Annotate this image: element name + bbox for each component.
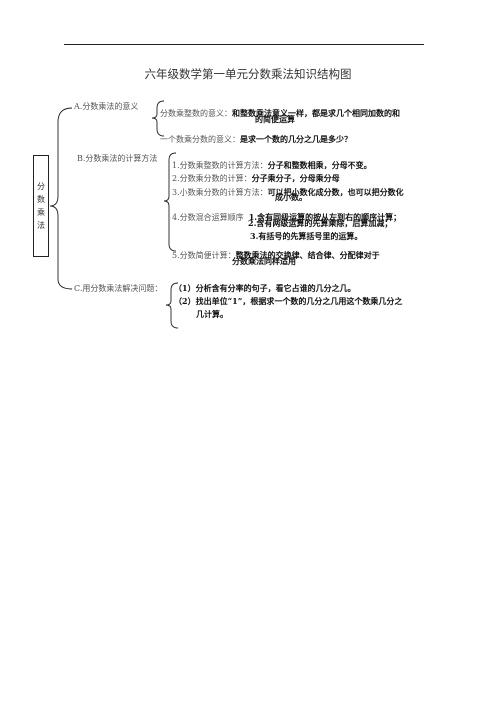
item-text: 是求一个数的几分之几是多少？ (240, 134, 352, 144)
section-c-item: （1）分析含有分率的句子，看它占谁的几分之几。 (174, 283, 356, 293)
item-label: 4.分数混合运算顺序 (172, 213, 244, 222)
item-label: 3.小数乘分数的计算方法： (172, 188, 268, 197)
root-char: 分 (37, 182, 45, 191)
top-rule (64, 44, 424, 45)
section-a-item: 一个数乘分数的意义：是求一个数的几分之几是多少？ (160, 127, 352, 146)
root-char: 乘 (37, 208, 45, 217)
section-b-item: 2.分数乘分数的计算：分子乘分子，分母乘分母 (172, 166, 340, 185)
section-b-label: B.分数乘法的计算方法 (77, 154, 158, 163)
item-label: 2.分数乘分数的计算： (172, 174, 252, 183)
section-a-label: A.分数乘法的意义 (74, 102, 139, 111)
item-label: 1.分数乘整数的计算方法： (172, 161, 268, 170)
item-line: 3.有括号的先算括号里的运算。 (250, 231, 363, 241)
item-label: 分数乘整数的意义： (160, 109, 232, 118)
item-label: 一个数乘分数的意义： (160, 135, 240, 144)
item-text: 和整数乘法意义一样，都是求几个相同加数的和 (232, 108, 400, 118)
section-b-item: 4.分数混合运算顺序 1.含有同级运算的按从左到右的顺序计算； (172, 205, 401, 224)
section-b-item: 5.分数简便计算：整数乘法的交换律、结合律、分配律对于 (172, 243, 380, 262)
item-line: 2.含有两级运算的先算乘除，后算加减； (248, 218, 393, 228)
item-text: 整数乘法的交换律、结合律、分配律对于 (235, 250, 380, 260)
item-text-cont: 分数乘法同样适用 (232, 256, 296, 266)
section-a-item: 分数乘整数的意义：和整数乘法意义一样，都是求几个相同加数的和 (160, 101, 400, 120)
item-text: 分子和整数相乘，分母不变。 (267, 160, 372, 170)
section-b-item: 3.小数乘分数的计算方法：可以把小数化成分数，也可以把分数化 (172, 180, 404, 199)
item-text-cont: 成小数。 (275, 192, 307, 202)
root-node: 分 数 乘 法 (33, 155, 49, 257)
root-char: 法 (37, 221, 45, 230)
item-text: 分子乘分子，分母乘分母 (251, 173, 340, 183)
item-text-cont: 几计算。 (196, 309, 228, 319)
item-text: 1.含有同级运算的按从左到右的顺序计算； (248, 212, 402, 222)
main-brace (49, 107, 73, 290)
page-title: 六年级数学第一单元分数乘法知识结构图 (144, 67, 352, 81)
item-text-cont: 的简便运算 (255, 114, 295, 124)
section-c-item: （2）找出单位“1”，根据求一个数的几分之几用这个数乘几分之 (174, 296, 403, 306)
section-b-item: 1.分数乘整数的计算方法：分子和整数相乘，分母不变。 (172, 153, 372, 172)
item-text: 可以把小数化成分数，也可以把分数化 (267, 187, 404, 197)
root-char: 数 (37, 195, 45, 204)
item-label: 5.分数简便计算： (172, 251, 236, 260)
section-c-label: C.用分数乘法解决问题： (74, 284, 163, 293)
